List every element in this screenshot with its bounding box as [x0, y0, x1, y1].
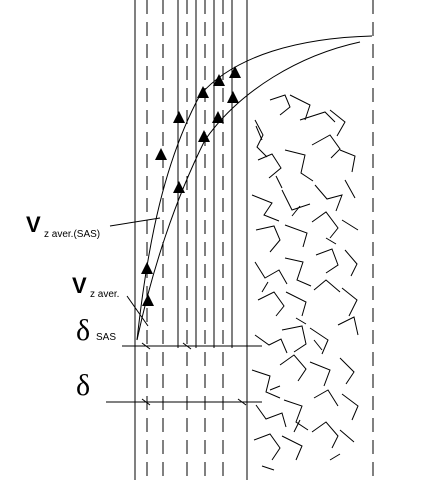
velocity-profile-aver [136, 41, 361, 341]
leader-v-aver [126, 295, 149, 327]
arrow-up-icon [142, 294, 154, 306]
arrow-up-icon [155, 148, 167, 160]
arrow-up-icon [173, 111, 185, 123]
tick-mark [141, 342, 151, 350]
v-aver-subscript: z aver. [90, 289, 119, 300]
arrow-up-icon [229, 66, 241, 78]
label-v-aver: V z aver. [72, 273, 119, 300]
arrow-up-icon [173, 181, 185, 193]
arrow-up-icon [141, 262, 153, 274]
velocity-profile-sas [136, 35, 373, 341]
porous-wall-texture [251, 94, 359, 471]
arrow-up-icon [213, 74, 225, 86]
v-sas-subscript: z aver.(SAS) [44, 229, 100, 240]
label-delta-sas: δ SAS [76, 314, 116, 347]
leader-v-sas [109, 217, 161, 227]
delta-sas-symbol: δ [76, 314, 90, 347]
tick-mark [141, 398, 151, 406]
arrow-up-icon [198, 130, 210, 142]
velocity-arrows [141, 66, 241, 306]
arrow-up-icon [212, 111, 224, 123]
label-v-sas: V z aver.(SAS) [26, 212, 100, 240]
arrow-up-icon [227, 91, 239, 103]
arrow-up-icon [197, 86, 209, 98]
delta-symbol: δ [76, 369, 90, 402]
v-sas-symbol: V [26, 212, 41, 237]
delta-sas-subscript: SAS [96, 332, 116, 343]
tick-mark [182, 342, 192, 350]
v-aver-symbol: V [72, 273, 87, 298]
tick-mark [237, 398, 247, 406]
